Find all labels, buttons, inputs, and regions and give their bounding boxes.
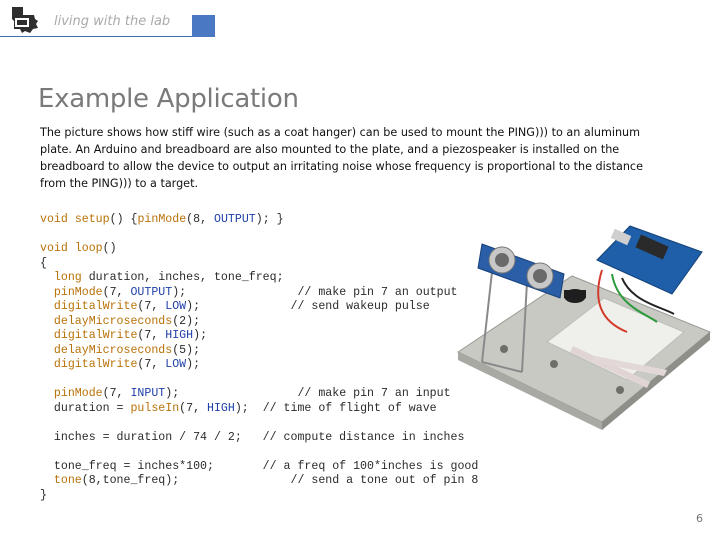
- slide-description: The picture shows how stiff wire (such a…: [40, 126, 643, 190]
- slide-title: Example Application: [38, 84, 299, 114]
- code-line-1: pinMode(7, OUTPUT); // make pin 7 an out…: [53, 285, 458, 299]
- arduino-ping-device-photo: [456, 225, 711, 430]
- code-line-decl: long duration, inches, tone_freq;: [53, 271, 284, 284]
- code-line-2: digitalWrite(7, LOW); // send wakeup pul…: [53, 300, 430, 313]
- code-line-loop: void loop(): [40, 242, 117, 255]
- code-line-3: delayMicroseconds(2);: [53, 314, 201, 328]
- code-line-6: digitalWrite(7, LOW);: [53, 358, 201, 371]
- code-line-8: duration = pulseIn(7, HIGH); // time of …: [53, 401, 437, 415]
- header-divider: [0, 36, 192, 37]
- header-subtitle: living with the lab: [54, 14, 171, 29]
- page-number: 6: [696, 512, 703, 525]
- code-line-close-brace: }: [40, 488, 47, 502]
- code-line-setup: void setup() {pinMode(8, OUTPUT); }: [40, 213, 284, 226]
- code-line-11: tone(8,tone_freq); // send a tone out of…: [53, 474, 479, 487]
- code-line-4: digitalWrite(7, HIGH);: [53, 329, 208, 342]
- code-block: void setup() {pinMode(8, OUTPUT); } void …: [40, 213, 478, 503]
- code-line-10: tone_freq = inches*100; // a freq of 100…: [53, 459, 479, 473]
- header-accent-box: [192, 15, 215, 37]
- code-line-open-brace: {: [40, 256, 47, 270]
- louisiana-tech-logo: [12, 7, 38, 33]
- code-line-7: pinMode(7, INPUT); // make pin 7 an inpu…: [53, 387, 451, 400]
- code-line-9: inches = duration / 74 / 2; // compute d…: [53, 430, 465, 444]
- code-line-5: delayMicroseconds(5);: [53, 343, 201, 357]
